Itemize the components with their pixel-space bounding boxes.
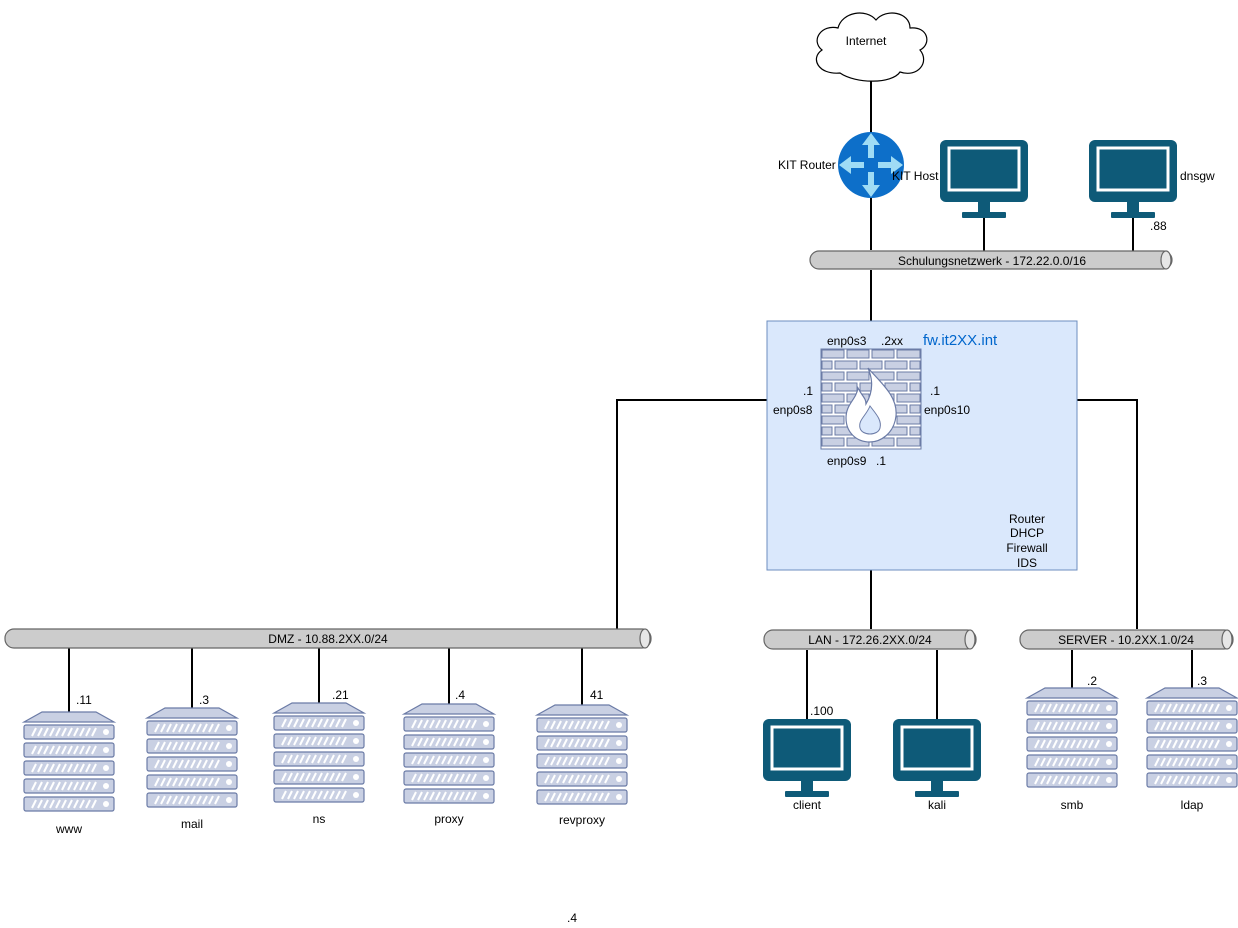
dnsgw-monitor-icon	[1087, 138, 1179, 220]
stray-ip-label: .4	[567, 911, 577, 925]
role-ids: IDS	[1017, 556, 1037, 570]
kit-router-label: KIT Router	[778, 158, 836, 172]
kit-host-label: KIT Host	[892, 169, 939, 183]
proxy-label: proxy	[434, 812, 463, 826]
www-ip: .11	[76, 693, 92, 707]
enp0s3-ip: .2xx	[881, 334, 903, 348]
ns-label: ns	[313, 812, 326, 826]
kali-monitor-icon	[891, 717, 983, 799]
client-monitor-icon	[761, 717, 853, 799]
dmz-label: DMZ - 10.88.2XX.0/24	[268, 632, 388, 646]
internet-label: Internet	[846, 34, 887, 48]
firewall-name: fw.it2XX.int	[923, 332, 998, 349]
dnsgw-ip: .88	[1150, 219, 1167, 233]
dnsgw-label: dnsgw	[1180, 169, 1215, 183]
proxy-server-icon	[404, 704, 494, 803]
role-firewall: Firewall	[1006, 541, 1047, 555]
ns-server-icon	[274, 703, 364, 802]
www-label: www	[55, 822, 82, 836]
kit-host-monitor-icon	[938, 138, 1030, 220]
ldap-ip: .3	[1197, 674, 1207, 688]
client-ip: .100	[810, 704, 834, 718]
server-bus: SERVER - 10.2XX.1.0/24	[1019, 629, 1234, 650]
enp0s8-label: enp0s8	[773, 403, 813, 417]
kali-label: kali	[928, 798, 946, 812]
firewall-box	[766, 320, 1078, 571]
ldap-label: ldap	[1181, 798, 1204, 812]
enp0s9-label: enp0s9	[827, 454, 867, 468]
enp0s3-label: enp0s3	[827, 334, 867, 348]
revproxy-label: revproxy	[559, 813, 605, 827]
enp0s8-ip: .1	[803, 384, 813, 398]
kit-router-icon	[838, 132, 904, 198]
lan-bus: LAN - 172.26.2XX.0/24	[763, 629, 977, 650]
enp0s9-ip: .1	[876, 454, 886, 468]
smb-ip: .2	[1087, 674, 1097, 688]
smb-server-icon	[1027, 688, 1117, 787]
revproxy-ip: 41	[590, 688, 604, 702]
school-network-label: Schulungsnetzwerk - 172.22.0.0/16	[898, 254, 1086, 268]
smb-label: smb	[1061, 798, 1084, 812]
server-net-label: SERVER - 10.2XX.1.0/24	[1058, 633, 1194, 647]
role-router: Router	[1009, 512, 1045, 526]
lan-label: LAN - 172.26.2XX.0/24	[808, 633, 932, 647]
role-dhcp: DHCP	[1010, 526, 1044, 540]
school-network-bus: Schulungsnetzwerk - 172.22.0.0/16	[809, 250, 1173, 270]
dmz-bus: DMZ - 10.88.2XX.0/24	[4, 628, 652, 649]
www-server-icon	[24, 712, 114, 811]
firewall-icon	[820, 348, 922, 450]
ns-ip: .21	[332, 688, 349, 702]
mail-label: mail	[181, 817, 203, 831]
client-label: client	[793, 798, 822, 812]
revproxy-server-icon	[537, 705, 627, 804]
mail-ip: .3	[199, 693, 209, 707]
enp0s10-ip: .1	[930, 384, 940, 398]
mail-server-icon	[147, 708, 237, 807]
proxy-ip: .4	[455, 688, 465, 702]
enp0s10-label: enp0s10	[924, 403, 970, 417]
internet-cloud: Internet	[816, 12, 928, 82]
ldap-server-icon	[1147, 688, 1237, 787]
